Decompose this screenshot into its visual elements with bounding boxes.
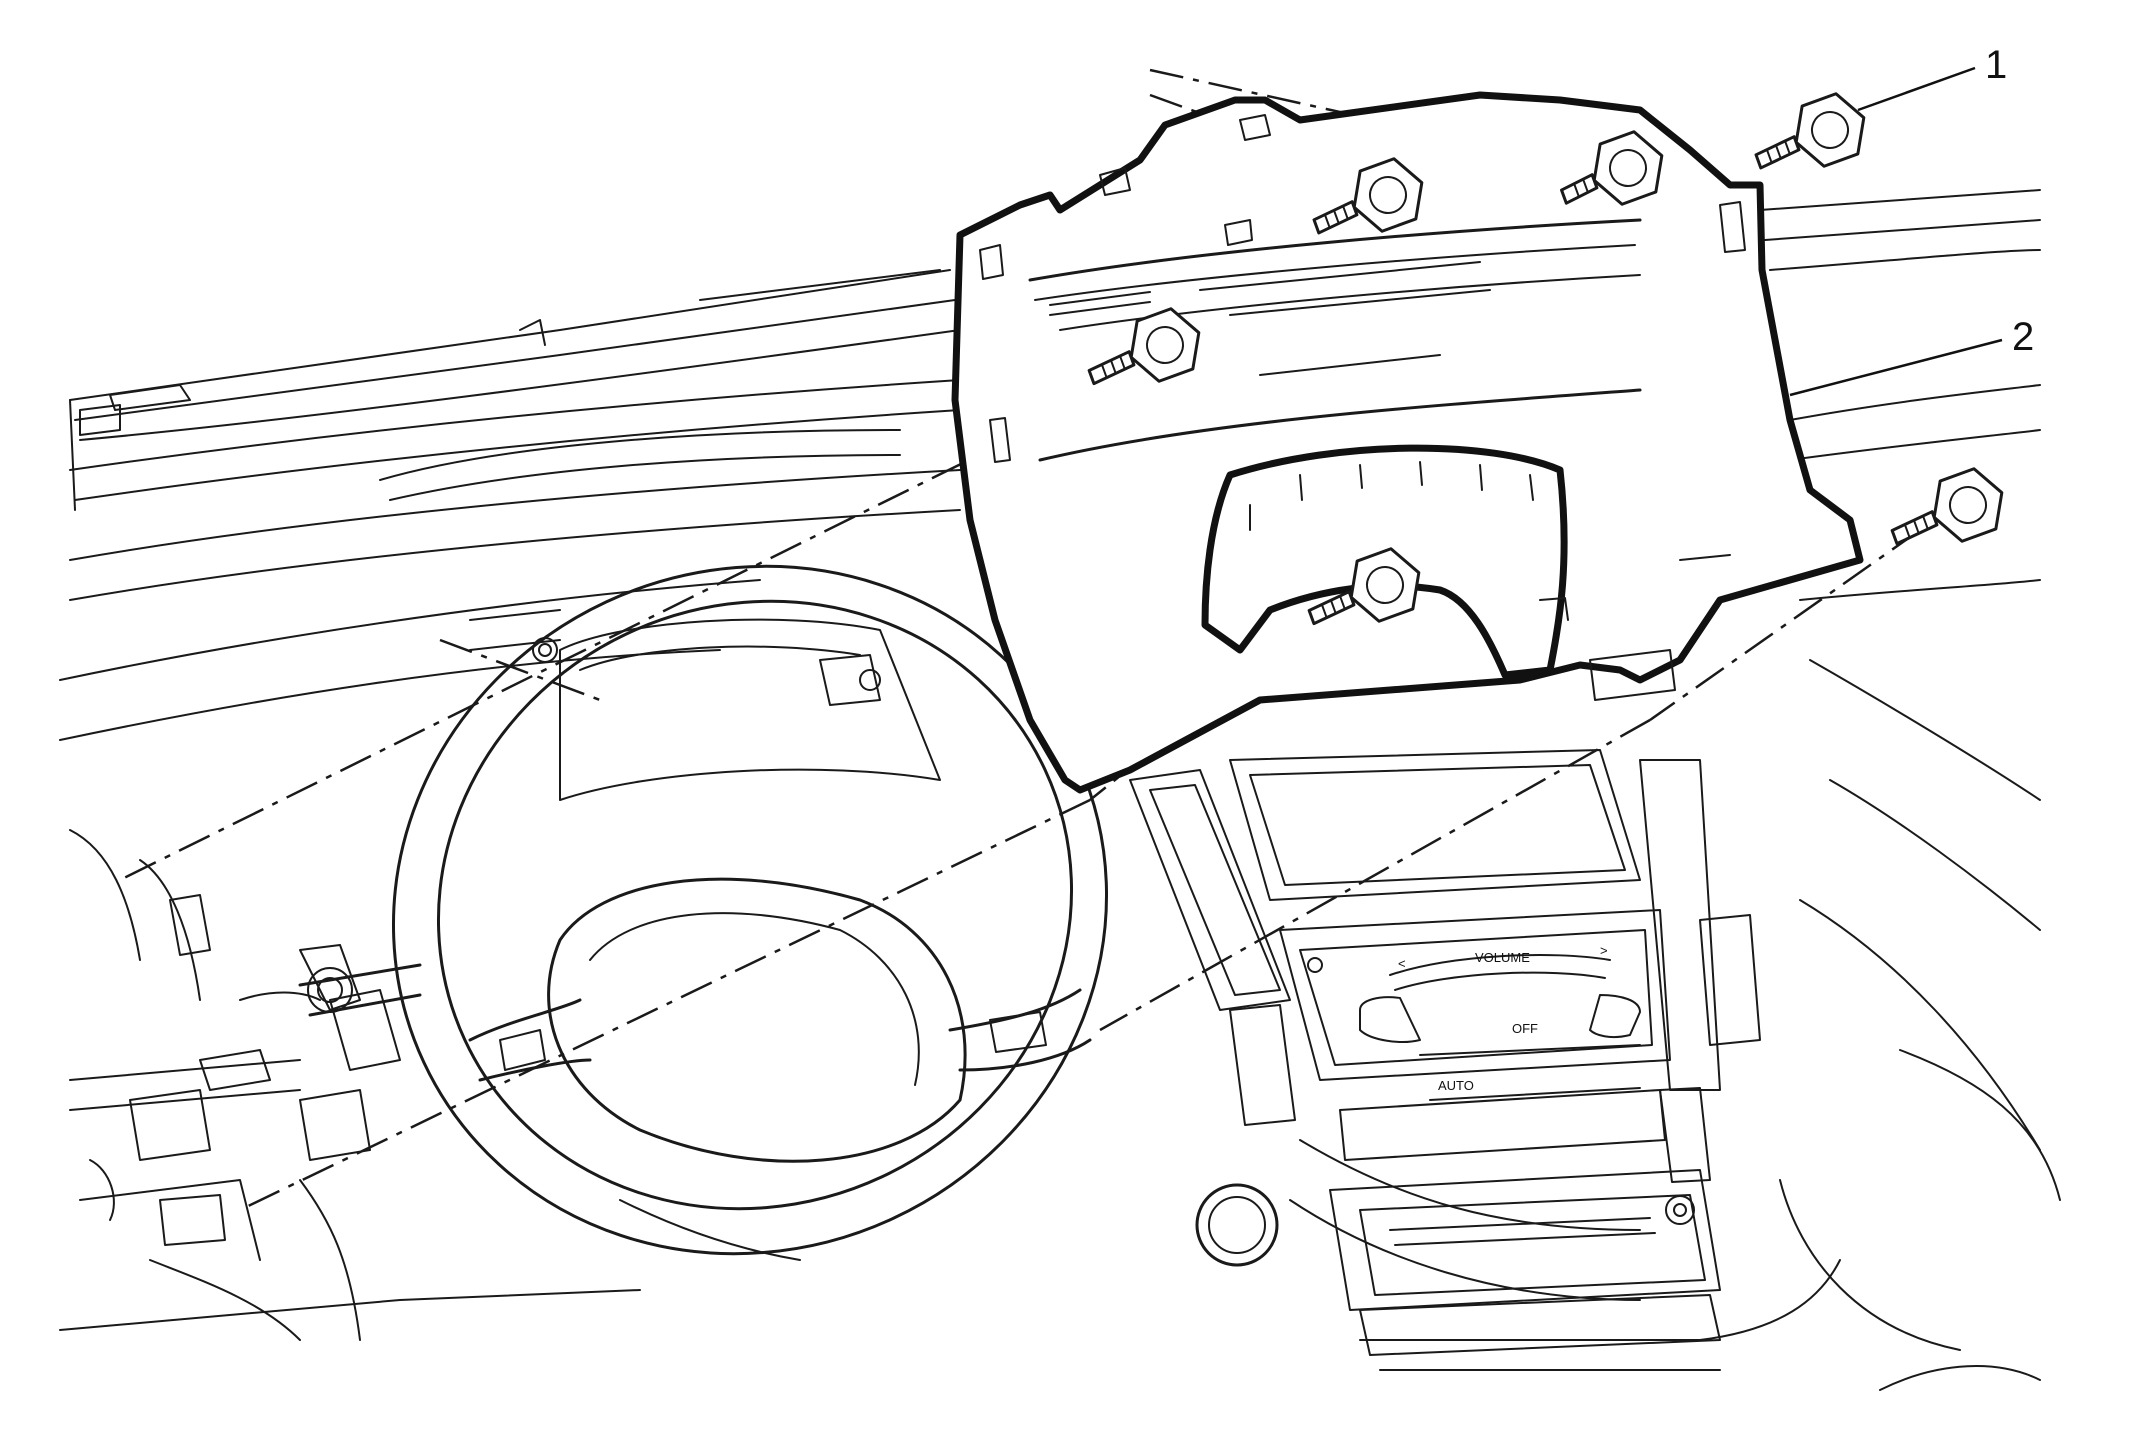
- svg-text:<: <: [1398, 956, 1406, 971]
- callouts: 1 2: [1789, 43, 2034, 397]
- off-label: OFF: [1512, 1021, 1538, 1036]
- start-button: [1195, 1183, 1279, 1267]
- bolt-top-center-right: [1560, 130, 1664, 206]
- center-stack: VOLUME < > OFF AUTO: [1129, 749, 1761, 1356]
- volume-label: VOLUME: [1475, 950, 1530, 965]
- callout-2-label: 2: [2012, 315, 2034, 359]
- instrument-cluster: [469, 609, 941, 801]
- bolt-left: [1087, 307, 1201, 386]
- bolt-right: [1890, 467, 2004, 546]
- bolt-top-center-left: [1312, 157, 1424, 235]
- bolt-top-right: [1754, 92, 1866, 170]
- callout-2-leader: [1789, 338, 2003, 397]
- callout-1-label: 1: [1985, 43, 2007, 87]
- svg-text:>: >: [1600, 943, 1608, 958]
- steering-column-area: [89, 894, 401, 1246]
- dashboard-linework: [59, 189, 2061, 1391]
- fasteners: [1087, 92, 2004, 626]
- callout-1-leader: [1857, 66, 1976, 112]
- auto-label: AUTO: [1438, 1078, 1474, 1093]
- bolt-center: [1307, 547, 1421, 626]
